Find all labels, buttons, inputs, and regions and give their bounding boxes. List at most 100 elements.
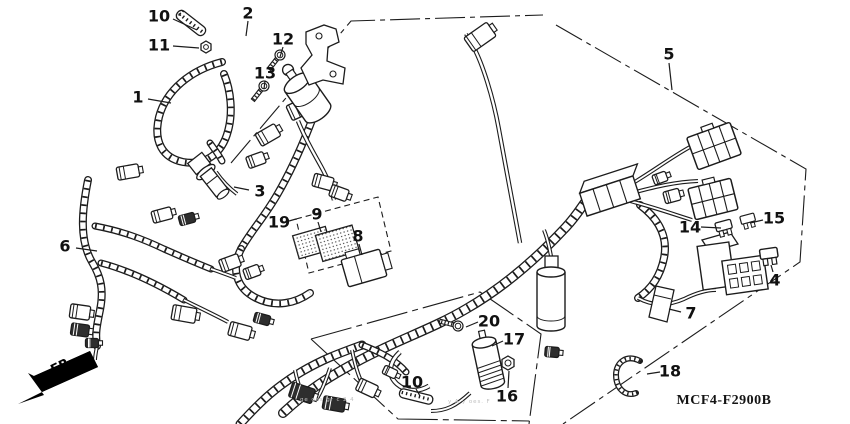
figure-code: MCF4-F2900B [677,393,772,408]
callout-label: 16 [496,387,518,406]
callout-label: 11 [148,36,170,55]
ecu-connector [687,176,739,221]
leader-line [317,221,322,233]
leader-line [233,186,250,191]
connector [544,345,564,359]
watermark-text: ge oes gr c 2 4 [300,397,355,403]
callout-label: 10 [148,7,170,26]
harness-segment [358,341,410,376]
front-direction-arrow: FR. [18,351,98,404]
connector [242,264,265,280]
leader-line [172,45,200,49]
wire [629,199,693,222]
leader-line [465,321,479,328]
connector [170,304,202,324]
wire [472,46,523,244]
connector [340,248,393,288]
connector [150,206,177,224]
callout-label: 9 [311,205,322,224]
fuse [739,212,756,230]
fuse [714,218,733,238]
wire [214,170,239,196]
harness-segment [634,201,669,302]
callout-label: 5 [663,45,674,64]
connector [177,211,200,227]
leader-line [507,370,510,389]
wire [210,267,237,280]
tag-7 [648,285,675,323]
relay-fuse-box [696,231,769,296]
callout-label: 15 [763,209,785,228]
condenser [536,255,566,332]
harness-segment [78,176,106,350]
callout-label: 14 [679,218,701,237]
leader-line [288,218,297,222]
connector [662,187,686,205]
leader-line [147,98,172,104]
callout-label: 2 [242,4,253,23]
leader-line [358,243,363,256]
junction-block [578,162,642,217]
plug-cap [186,151,230,200]
grommet-tube [175,9,207,37]
fuse [758,246,779,267]
wire [637,288,717,307]
leader-line [770,264,774,273]
wire [631,179,699,195]
leader-line [245,20,249,37]
callout-label: 18 [659,362,681,381]
connector [255,123,284,147]
harness-segment [97,259,188,304]
wire [388,350,431,393]
connector [288,382,320,404]
harness-segment [237,116,316,253]
watermark-text: y A y oes. F [448,399,491,405]
leader-line [668,308,682,313]
connector [311,172,339,192]
wire [430,391,472,413]
connector [328,184,353,202]
callout-label: 8 [352,227,363,246]
leader-line [749,219,764,224]
harness-segment [278,192,594,418]
connector [68,303,95,321]
callout-label: 1 [132,88,143,107]
leader-line [700,226,722,229]
leader-line [491,340,504,347]
callout-label: 13 [254,64,276,83]
leader-line [279,46,284,58]
connector [252,311,275,327]
connector [84,337,104,349]
connector [321,395,350,413]
connector [227,321,257,341]
callout-label: 3 [254,182,265,201]
leader-line [75,247,98,252]
callout-label: 19 [268,213,290,232]
callout-label: 6 [59,237,70,256]
leader-line [172,18,198,31]
band-clip [612,355,643,397]
harness-segment [235,340,367,424]
coil-assembly [175,9,346,124]
connector [463,22,498,52]
callout-label: 7 [685,304,696,323]
leader-line [263,80,266,90]
wire [183,298,229,324]
harness-segment [91,222,215,273]
leader-line [646,371,661,375]
connector [115,163,144,181]
connector [381,364,402,380]
callout-label: 10 [401,373,423,392]
harness-segment [206,139,226,165]
connector [218,253,245,273]
callout-label: 12 [272,30,294,49]
harness-segment [153,58,235,167]
leader-line [668,62,673,91]
harness-boundary [230,14,807,424]
leader-line [415,388,421,397]
bolt [250,80,270,103]
connector [651,170,672,186]
callout-label: 17 [503,330,525,349]
